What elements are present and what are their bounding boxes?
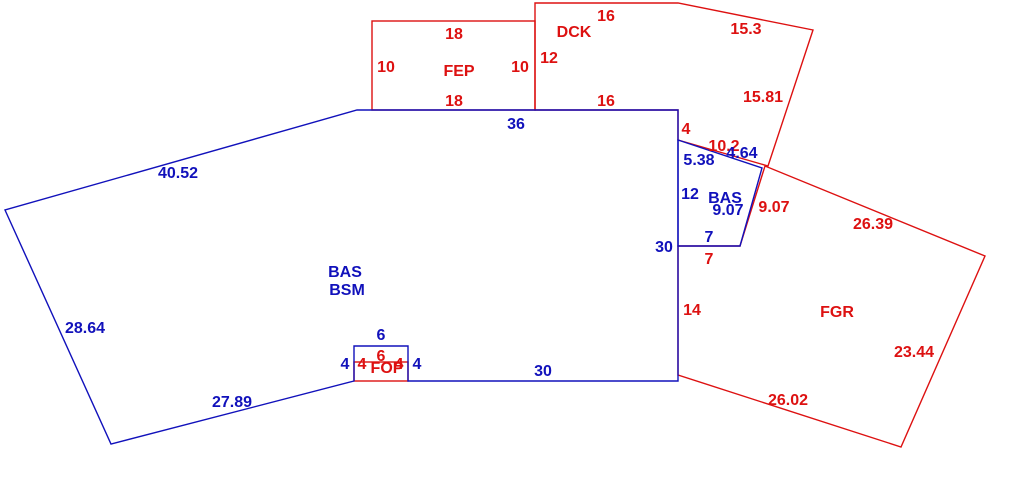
dck-dim-bottom-right: 10.2 bbox=[708, 138, 739, 155]
bas-bsm-dim-top: 36 bbox=[507, 116, 525, 133]
fep-dim-right: 10 bbox=[511, 59, 529, 76]
dck-dim-bottom: 16 bbox=[597, 93, 615, 110]
bas-small-dim-left: 12 bbox=[681, 186, 699, 203]
fgr-dim-left: 14 bbox=[683, 302, 701, 319]
bas-bsm-dim-bottom-left-diag: 27.89 bbox=[212, 394, 252, 411]
fgr-dim-right-top: 9.07 bbox=[758, 199, 789, 216]
fgr-dim-top-right: 26.39 bbox=[853, 216, 893, 233]
bas-bsm-dim-bottom: 30 bbox=[534, 363, 552, 380]
fgr-dim-bottom: 26.02 bbox=[768, 392, 808, 409]
dck-dim-left: 12 bbox=[540, 50, 558, 67]
bas-bsm-dim-notch-top: 6 bbox=[377, 327, 386, 344]
fep-dim-bottom: 18 bbox=[445, 93, 463, 110]
bas-bsm-dim-right: 30 bbox=[655, 239, 673, 256]
dck-dim-right: 15.81 bbox=[743, 89, 783, 106]
bas-bsm-label-bsm: BSM bbox=[329, 282, 365, 299]
bas-bsm-label-bas: BAS bbox=[328, 264, 362, 281]
fep-label: FEP bbox=[443, 63, 474, 80]
bas-bsm-dim-left-diag: 28.64 bbox=[65, 320, 105, 337]
bas-bsm-dim-notch-left: 4 bbox=[341, 356, 350, 373]
fop-label: FOP bbox=[371, 360, 404, 377]
fep-dim-left: 10 bbox=[377, 59, 395, 76]
dck-dim-top: 16 bbox=[597, 8, 615, 25]
fop-dim-top: 6 bbox=[377, 348, 386, 365]
fgr-dim-right: 23.44 bbox=[894, 344, 934, 361]
bas-small-area-outline bbox=[677, 139, 763, 247]
bas-small-dim-right-top: 4.64 bbox=[726, 145, 757, 162]
fop-dim-left: 4 bbox=[358, 356, 367, 373]
fgr-dim-top: 7 bbox=[705, 251, 714, 268]
bas-bsm-dim-top-left-diag: 40.52 bbox=[158, 165, 198, 182]
bas-small-dim-top: 5.38 bbox=[683, 152, 714, 169]
bas-small-label: BAS bbox=[708, 190, 742, 207]
fop-dim-right: 4 bbox=[395, 356, 404, 373]
bas-small-dim-right: 9.07 bbox=[712, 202, 743, 219]
dck-dim-step: 4 bbox=[682, 121, 691, 138]
fgr-label: FGR bbox=[820, 304, 854, 321]
dck-label: DCK bbox=[557, 24, 592, 41]
bas-small-dim-bottom: 7 bbox=[705, 229, 714, 246]
bas-bsm-dim-notch-right: 4 bbox=[413, 356, 422, 373]
dck-dim-top-right: 15.3 bbox=[730, 21, 761, 38]
fep-dim-top: 18 bbox=[445, 26, 463, 43]
